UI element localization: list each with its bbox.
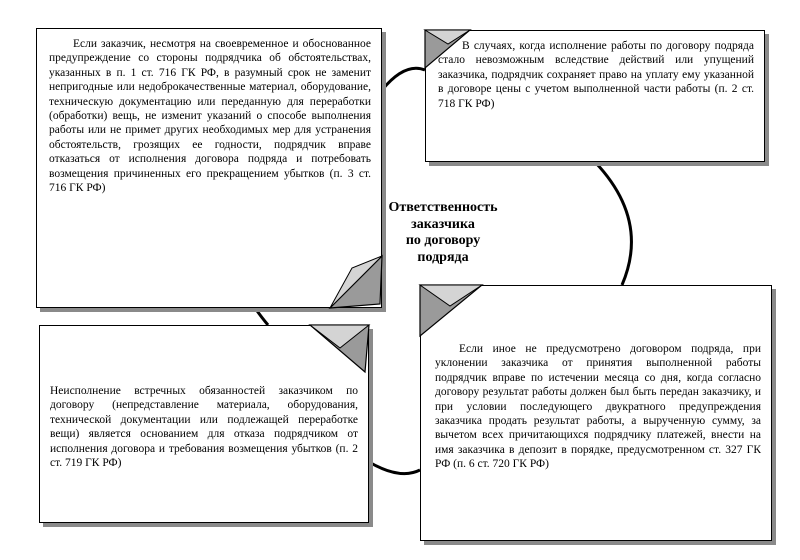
note-top-left: Если заказчик, несмотря на своевременное… (36, 28, 382, 308)
note-bottom-right-text: Если иное не предусмотрено договором под… (435, 343, 761, 471)
note-top-right-text: В случаях, когда исполнение работы по до… (438, 40, 754, 110)
note-bottom-right: Если иное не предусмотрено договором под… (420, 285, 772, 541)
center-title: Ответственность заказчика по договору по… (378, 200, 508, 266)
arc-right (593, 160, 633, 286)
note-top-right: В случаях, когда исполнение работы по до… (425, 30, 765, 162)
center-title-line: Ответственность (388, 200, 498, 215)
center-title-line: по договору (405, 233, 481, 248)
center-title-line: заказчика (411, 216, 475, 232)
note-top-left-text: Если заказчик, несмотря на своевременное… (49, 38, 371, 195)
arc-bottom (368, 460, 421, 476)
note-bottom-left-text: Неисполнение встречных обязанностей зака… (50, 385, 358, 470)
arc-top (380, 66, 426, 91)
arc-left (253, 307, 270, 326)
center-title-line: подряда (417, 249, 469, 265)
note-bottom-left: Неисполнение встречных обязанностей зака… (39, 325, 369, 523)
